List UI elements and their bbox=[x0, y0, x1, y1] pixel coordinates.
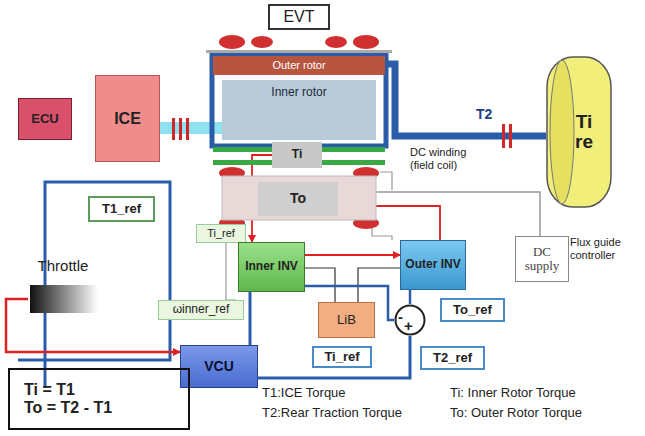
outer-rotor-frame bbox=[212, 54, 386, 146]
node-text: T1_ref bbox=[102, 202, 141, 216]
vcu-box: VCU bbox=[180, 345, 258, 388]
node-text: Inner rotor bbox=[271, 86, 326, 99]
throttle-pedal bbox=[30, 285, 98, 313]
coil bbox=[219, 35, 245, 49]
inverter-box: Outer INV bbox=[400, 240, 466, 290]
tire: Tire bbox=[546, 56, 612, 208]
clutch-plate bbox=[179, 118, 182, 140]
to-stator bbox=[222, 176, 376, 220]
node-text: - bbox=[398, 309, 403, 326]
node-text: Outer INV bbox=[405, 258, 460, 271]
connector bbox=[249, 292, 252, 345]
equation-box: Ti = T1To = T2 - T1 bbox=[8, 368, 190, 430]
connector bbox=[258, 336, 410, 378]
clutch-plate bbox=[172, 118, 175, 140]
tire-side bbox=[550, 60, 574, 204]
symbol-note: T2:Rear Traction Torque bbox=[262, 406, 402, 421]
node-text: Ti = T1 bbox=[24, 381, 75, 399]
lead bbox=[372, 228, 392, 240]
coil bbox=[353, 35, 379, 49]
symbol-note: Ti: Inner Rotor Torque bbox=[450, 386, 576, 401]
node-text: Ti_ref bbox=[207, 227, 235, 239]
signal-box: Ti_ref bbox=[196, 224, 246, 243]
inverter-box: Inner INV bbox=[238, 242, 305, 292]
clutch-plate bbox=[186, 118, 189, 140]
connector bbox=[409, 290, 412, 304]
throttle: Throttle bbox=[28, 258, 98, 314]
dc-supply-box: DC supply bbox=[515, 236, 569, 282]
node-text: VCU bbox=[204, 359, 234, 374]
inner-rotor-block: Inner rotor bbox=[222, 80, 376, 140]
node-text: Tire bbox=[565, 112, 594, 152]
node-text: Outer rotor bbox=[272, 59, 325, 71]
signal-box: T1_ref bbox=[88, 196, 155, 222]
controller-note: Flux guide controller bbox=[570, 236, 642, 261]
summing-junction: -+ bbox=[394, 304, 426, 336]
node-text: To = T2 - T1 bbox=[24, 399, 112, 417]
node-text: Ti_ref bbox=[324, 350, 359, 364]
battery-box: LiB bbox=[318, 302, 375, 338]
node-text: ωinner_ref bbox=[173, 303, 230, 316]
node-text: LiB bbox=[337, 313, 356, 327]
ecu-box: ECU bbox=[18, 98, 72, 140]
outer-rotor-band: Outer rotor bbox=[213, 56, 385, 75]
symbol-note: To: Outer Rotor Torque bbox=[450, 406, 582, 421]
sum-circle bbox=[396, 306, 425, 335]
connector bbox=[18, 182, 170, 388]
node-text: ICE bbox=[114, 110, 141, 128]
tire-body bbox=[547, 57, 611, 207]
node-text: DC supply bbox=[516, 245, 568, 274]
node-text: To bbox=[290, 191, 306, 206]
clutch-plate bbox=[502, 124, 505, 148]
signal-box: T2_ref bbox=[420, 346, 485, 370]
signal-box: ωinner_ref bbox=[158, 300, 244, 320]
to-block: To bbox=[258, 182, 338, 216]
node-text: + bbox=[404, 318, 413, 335]
connector bbox=[385, 64, 546, 136]
symbol-note: T1:ICE Torque bbox=[262, 386, 346, 401]
node-text: Inner INV bbox=[245, 260, 298, 273]
lead bbox=[380, 172, 392, 190]
node-text: EVT bbox=[283, 8, 314, 26]
node-text: Throttle bbox=[38, 258, 89, 275]
winding-leads bbox=[226, 172, 392, 300]
stator-housing bbox=[206, 50, 392, 53]
coil bbox=[251, 36, 273, 48]
node-text: To_ref bbox=[453, 303, 492, 317]
ti-block: Ti bbox=[272, 142, 322, 168]
title-box: EVT bbox=[268, 4, 330, 30]
node-text: Ti bbox=[292, 148, 302, 161]
node-text: T2_ref bbox=[433, 351, 472, 365]
connector bbox=[305, 254, 400, 256]
signal-box: Ti_ref bbox=[312, 346, 372, 368]
node-text: ECU bbox=[31, 112, 58, 126]
edge-label: T2 bbox=[474, 106, 494, 122]
ice-box: ICE bbox=[95, 75, 160, 162]
clutch-plate bbox=[509, 124, 512, 148]
coil bbox=[325, 36, 347, 48]
signal-box: To_ref bbox=[440, 298, 505, 322]
coil-note: DC winding (field coil) bbox=[410, 146, 492, 171]
